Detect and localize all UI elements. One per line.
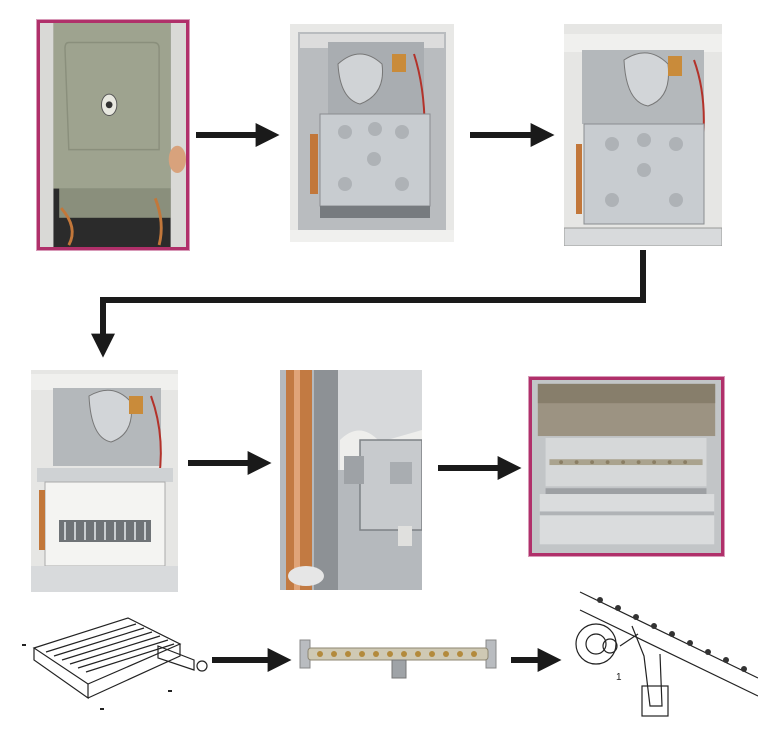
step-9-injector-detail-drawing xyxy=(562,586,758,724)
step-4-burner-exposed-photo xyxy=(31,370,178,592)
step-5-bracket-closeup-photo xyxy=(280,370,422,590)
callout-label-1: 1 xyxy=(616,672,622,683)
step-7-burner-assembly-drawing xyxy=(18,600,214,720)
arrow-step-3-to-4 xyxy=(91,250,646,358)
step-1-front-cover-photo xyxy=(37,20,189,250)
step-3-combustion-cover-photo xyxy=(564,24,722,246)
step-6-compartment-photo xyxy=(529,377,724,556)
step-8-gas-manifold-photo xyxy=(296,636,500,682)
step-2-interior-photo xyxy=(290,24,454,242)
